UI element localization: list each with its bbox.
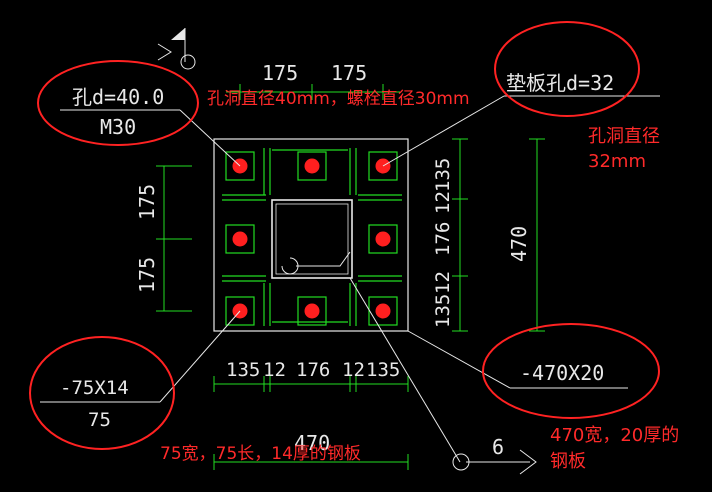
annotation-pad-hole-line1: 孔洞直径: [588, 126, 660, 147]
dim-top-right: 175: [331, 61, 367, 85]
dim-right-top: 135: [432, 158, 454, 192]
bolt-hole: [375, 231, 391, 247]
label-pad-plate-size: -75X14: [60, 377, 129, 399]
column-section: [271, 199, 353, 279]
annotation-pad-plate-note: 75宽，75长，14厚的钢板: [160, 444, 361, 464]
dim-bottom-right: 135: [366, 359, 400, 381]
annotation-base-plate-line1: 470宽，20厚的: [550, 425, 679, 446]
dim-bottom-total: 470: [294, 431, 330, 455]
bolt-hole: [304, 158, 320, 174]
stiffeners: [222, 148, 402, 326]
dim-bottom-gap-right: 12: [342, 359, 365, 381]
label-base-plate: -470X20: [520, 361, 604, 385]
dimension-lines: [156, 84, 545, 470]
dim-left-upper: 175: [135, 184, 159, 220]
label-bolt-size: M30: [100, 115, 136, 139]
dim-right-mid: 176: [432, 222, 454, 256]
label-pad-plate-length: 75: [88, 409, 111, 431]
weld-symbol: [281, 251, 351, 275]
label-pad-hole: 垫板孔d=32: [506, 71, 614, 95]
dim-bottom-gap-left: 12: [263, 359, 286, 381]
pad-plate: [297, 151, 327, 181]
annotation-pad-hole-line2: 32mm: [588, 151, 646, 172]
dim-right-gap-top: 12: [432, 191, 454, 214]
highlight-pad-plate-label: [29, 336, 175, 450]
bolt-hole: [232, 231, 248, 247]
highlight-base-plate-label: [482, 323, 660, 419]
pad-plate: [297, 296, 327, 326]
highlight-pad-hole-label: [494, 21, 640, 117]
column-inner: [275, 203, 349, 275]
pad-plate: [368, 224, 398, 254]
section-mark-icon: [452, 449, 537, 475]
annotation-hole-note: 孔洞直径40mm，螺栓直径30mm: [207, 89, 470, 109]
bolt-grid: [225, 151, 398, 326]
annotation-base-plate-line2: 钢板: [550, 451, 586, 472]
dim-right-total: 470: [507, 226, 531, 262]
pad-plate: [225, 296, 255, 326]
dim-bottom-mid: 176: [296, 359, 330, 381]
dim-right-bottom: 135: [432, 294, 454, 328]
highlight-ellipses: [29, 21, 660, 450]
pad-plate: [225, 224, 255, 254]
leader-lines: [40, 95, 660, 463]
dim-left-lower: 175: [135, 257, 159, 293]
dim-right-gap-bottom: 12: [432, 271, 454, 294]
label-section-number: 6: [492, 435, 504, 459]
bolt-hole: [375, 303, 391, 319]
dim-top-left: 175: [262, 61, 298, 85]
pad-plate: [368, 296, 398, 326]
bolt-hole: [304, 303, 320, 319]
section-flag-icon: [157, 28, 196, 70]
pad-plate: [225, 151, 255, 181]
highlight-hole-label: [37, 60, 199, 146]
pad-plate: [368, 151, 398, 181]
base-plate-outline: [213, 138, 409, 332]
dim-bottom-left: 135: [226, 359, 260, 381]
label-hole-diameter: 孔d=40.0: [72, 85, 164, 109]
